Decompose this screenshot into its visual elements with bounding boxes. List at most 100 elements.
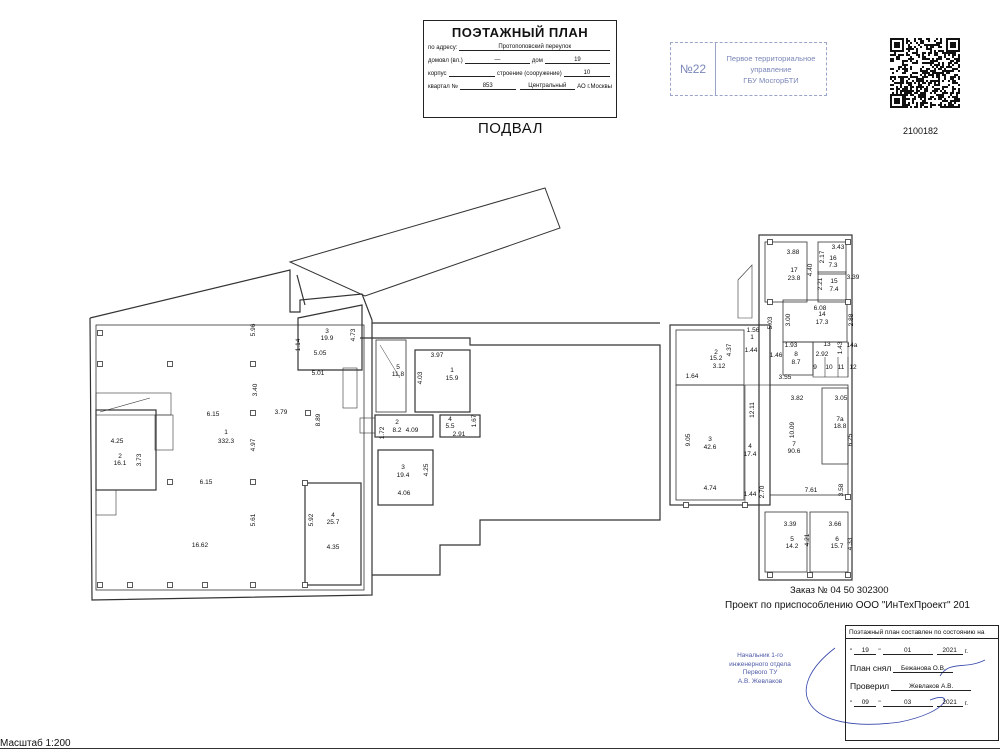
plan-label: 8 [794, 351, 798, 358]
column-marker [767, 239, 773, 245]
plan-label: 9.05 [685, 433, 692, 446]
plan-label: 16.1 [114, 460, 127, 467]
plan-label: 7a [836, 416, 844, 423]
column-marker [250, 582, 256, 588]
column-marker [97, 582, 103, 588]
plan-label: 5 [790, 536, 794, 543]
plan-label: 1.67 [471, 414, 478, 427]
plan-label: 2 [714, 349, 718, 356]
plan-label: 6.15 [200, 479, 213, 486]
plan-label: 4.33 [847, 537, 854, 550]
plan-label: 16.62 [192, 542, 209, 549]
kvartal-value: 853 [459, 83, 516, 90]
plan-label: 19.4 [397, 472, 410, 479]
column-marker [305, 410, 311, 416]
status-heading: Поэтажный план составлен по состоянию на [846, 629, 998, 639]
column-marker [250, 361, 256, 367]
column-marker [302, 480, 308, 486]
bti-stamp: №22 Первое территориальное управление ГБ… [670, 42, 827, 96]
plan-label: 2.88 [848, 313, 855, 326]
plan-label: 7.61 [805, 487, 818, 494]
plan-label: 4.40 [807, 263, 814, 276]
column-marker [767, 572, 773, 578]
plan-label: 1.72 [379, 426, 386, 439]
plan-label: 3 [708, 436, 712, 443]
date1-year: 2021 [936, 647, 963, 655]
plan-label: 4.25 [423, 463, 430, 476]
column-marker [683, 502, 689, 508]
bottom-rule [0, 748, 1000, 749]
plan-label: 4.03 [417, 371, 424, 384]
plan-label: 1.14 [295, 338, 302, 351]
status-table: Поэтажный план составлен по состоянию на… [845, 625, 999, 741]
plan-label: 15.9 [446, 375, 459, 382]
plan-label: 12.11 [749, 402, 756, 418]
plan-label: 1 [750, 334, 754, 341]
column-marker [807, 572, 813, 578]
plan-label: 17.4 [744, 451, 757, 458]
plan-label: 1.46 [770, 352, 783, 359]
plan-label: 9 [813, 364, 817, 371]
qr-number: 2100182 [903, 126, 939, 136]
plan-label: 5.92 [308, 513, 315, 526]
plan-label: 3.05 [835, 395, 848, 402]
plan-label: 4.37 [726, 343, 733, 356]
plan-label: 3.66 [829, 521, 842, 528]
kvartal-label: квартал № [428, 84, 458, 90]
plan-label: 5.05 [314, 350, 327, 357]
plan-label: 23.8 [788, 275, 801, 282]
plan-label: 7 [792, 441, 796, 448]
plan-label: 2.70 [759, 485, 766, 498]
domovl-label: домовл (вл.) [428, 58, 463, 64]
column-marker [845, 299, 851, 305]
plan-label: 4 [331, 512, 335, 519]
date2-month: 03 [882, 699, 933, 707]
plan-label: 17 [790, 267, 798, 274]
plan-label: 18.8 [834, 423, 847, 430]
plan-label: 2.92 [816, 351, 829, 358]
plan-label: 5 [396, 364, 400, 371]
plan-label: 5.01 [312, 370, 325, 377]
domovl-value: — [464, 57, 530, 64]
plan-columns [97, 239, 851, 588]
plan-header-box: ПОЭТАЖНЫЙ ПЛАН по адресу:Протопоповский … [423, 20, 617, 118]
plan-label: 11.8 [392, 371, 405, 378]
plan-label: 5.96 [250, 323, 257, 336]
address-label: по адресу: [428, 45, 458, 51]
plan-walls [89, 187, 853, 601]
plan-label: 11 [838, 364, 845, 371]
district-value: Центральный [519, 83, 576, 90]
checked-value: Жевлаков А.В. [891, 683, 972, 691]
drawn-value: Бежанова О.В. [893, 665, 954, 673]
column-marker [767, 299, 773, 305]
plan-label: 3.82 [791, 395, 804, 402]
plan-label: 4 [748, 443, 752, 450]
address-value: Протопоповский переулок [459, 44, 610, 51]
plan-label: 14.2 [786, 543, 799, 550]
plan-label: 332.3 [218, 438, 235, 445]
plan-label: 1.93 [785, 342, 798, 349]
column-marker [250, 479, 256, 485]
plan-label: 3.40 [252, 383, 259, 396]
plan-label: 4.25 [111, 438, 124, 445]
plan-label: 4.74 [704, 485, 717, 492]
plan-label: 4.06 [398, 490, 411, 497]
floor-name: ПОДВАЛ [478, 120, 543, 137]
plan-label: 4 [448, 416, 452, 423]
chief-line3: Первого ТУ [742, 669, 778, 676]
plan-label: 7.3 [828, 262, 837, 269]
plan-label: 1.43 [837, 341, 844, 354]
checked-label: Проверил [850, 681, 890, 691]
plan-label: 3.12 [713, 363, 726, 370]
plan-label: 5.5 [445, 423, 454, 430]
plan-label: 4.35 [327, 544, 340, 551]
plan-label: 13 [823, 341, 831, 348]
plan-label: 3.43 [832, 244, 845, 251]
plan-label: 3.39 [784, 521, 797, 528]
chief-stamp: Начальник 1-го инженерного отдела Первог… [715, 652, 805, 686]
stamp-line3: ГБУ МосгорБТИ [743, 75, 799, 85]
column-marker [845, 239, 851, 245]
plan-label: 6 [835, 536, 839, 543]
column-marker [302, 582, 308, 588]
